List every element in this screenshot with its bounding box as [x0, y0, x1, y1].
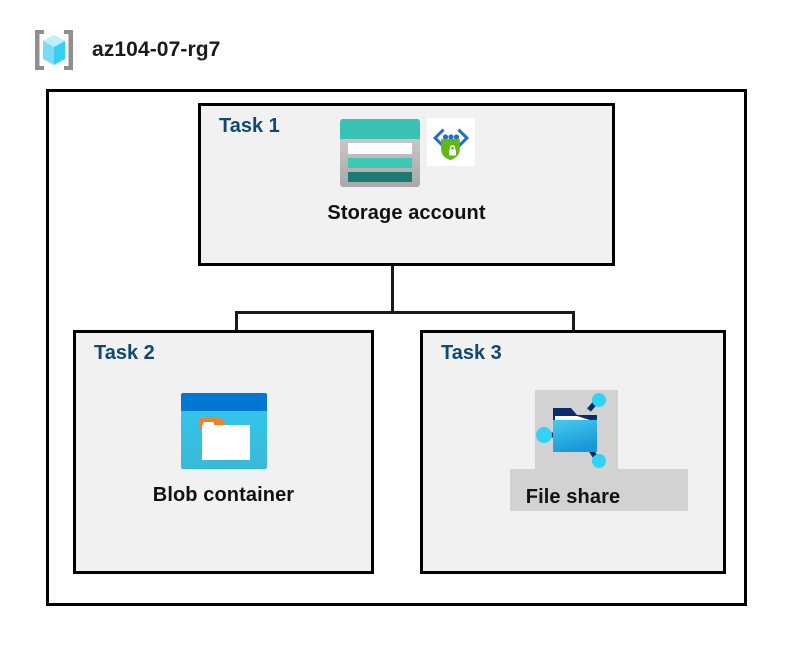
connector-horizontal-bus: [235, 311, 575, 314]
blob-container-icon: [180, 392, 268, 475]
node-storage-account: Storage account: [198, 118, 615, 225]
file-share-icon: [533, 390, 613, 477]
task-box-2: Task 2: [73, 330, 374, 574]
node-caption-storage-account: Storage account: [327, 202, 486, 224]
file-share-icon-group: [533, 390, 613, 477]
node-caption-blob-container: Blob container: [152, 484, 295, 506]
node-caption-file-share: File share: [525, 486, 621, 508]
task-label-3: Task 3: [441, 342, 502, 364]
task-label-1: Task 1: [219, 115, 280, 137]
node-blob-container: Blob container: [73, 392, 374, 507]
storage-account-icon-group: [339, 118, 475, 193]
resource-group-icon: [30, 26, 78, 74]
storage-security-icon: [426, 118, 475, 171]
node-file-share: File share: [420, 390, 726, 509]
resource-group-header: az104-07-rg7: [30, 26, 220, 74]
connector-storage-stem: [391, 222, 394, 314]
file-share-caption-plate: [510, 469, 688, 511]
task-label-2: Task 2: [94, 342, 155, 364]
blob-container-icon-group: [180, 392, 268, 475]
page-title: az104-07-rg7: [92, 38, 221, 61]
storage-account-icon: [339, 118, 421, 193]
